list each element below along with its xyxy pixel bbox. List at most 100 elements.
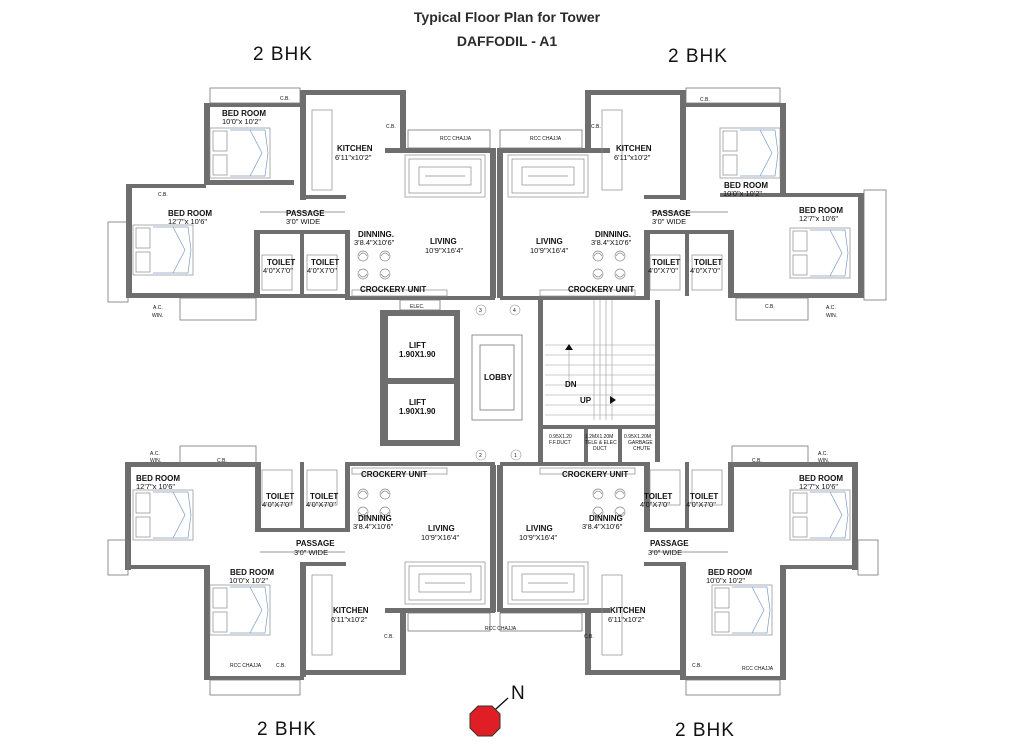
br-dinning-label: DINNING (589, 514, 623, 523)
tl-bedroom-label: BED ROOM (222, 109, 266, 118)
br-living-label: LIVING (526, 524, 553, 533)
br-bedroom-label: BED ROOM (799, 474, 843, 483)
bl-rcc-label: RCC CHAJJA (485, 626, 517, 632)
tl-toilet2-dim: 4'0"X7'0" (307, 266, 337, 275)
br-passage-label: PASSAGE (650, 539, 689, 548)
tl-dinning-dim: 3'8.4"X10'6" (354, 238, 395, 247)
tr-living-dim: 10'9"X16'4" (530, 246, 569, 255)
tl-rcc-label: RCC CHAJJA (440, 136, 472, 142)
stair-down-arrow-icon (565, 344, 573, 350)
tr-kitchen-label: KITCHEN (616, 144, 652, 153)
bl-cb-top: C.B. (217, 458, 227, 464)
br-kitchen-label: KITCHEN (610, 606, 646, 615)
bl-dinning-label: DINNING (358, 514, 392, 523)
bl-toilet1-label: TOILET (266, 492, 294, 501)
br-cb-kitchen: C.B. (584, 634, 594, 640)
tr-bedroom-dim: 10'0"x 10'2" (723, 189, 762, 198)
bl-bedroom-dim: 12'7"x 10'6" (136, 482, 175, 491)
tl-crockery-label: CROCKERY UNIT (360, 285, 426, 294)
elec-label: ELEC. (410, 304, 424, 310)
grid-marker-2 (475, 449, 487, 461)
br-cb-bottom: C.B. (692, 663, 702, 669)
tr-crockery-label: CROCKERY UNIT (568, 285, 634, 294)
br-living-dim: 10'9"X16'4" (519, 533, 558, 542)
br-rcc-bottom: RCC CHAJJA (742, 666, 774, 672)
duct1-dim: 0.95X1.20 (549, 434, 572, 440)
duct1-name: F.F.DUCT (549, 440, 571, 446)
br-bedroom-dim: 12'7"x 10'6" (799, 482, 838, 491)
br-toilet2-label: TOILET (690, 492, 718, 501)
grid-marker-3 (475, 304, 487, 316)
br-crockery-label: CROCKERY UNIT (562, 470, 628, 479)
grid-label-1: 1 (514, 453, 517, 459)
tr-rcc-label: RCC CHAJJA (530, 136, 562, 142)
tr-living-label: LIVING (536, 237, 563, 246)
grid-marker-4 (509, 304, 521, 316)
lift1-dim: 1.90X1.90 (399, 350, 436, 359)
stair-dn-label: DN (565, 380, 577, 389)
br-cb-top: C.B. (752, 458, 762, 464)
tr-win-label: WIN. (826, 313, 837, 319)
tr-toilet1-label: TOILET (652, 258, 680, 267)
tl-kitchen-label: KITCHEN (337, 144, 373, 153)
tl-ac-label: A.C. (153, 305, 163, 311)
compass-north-label: N (511, 683, 525, 704)
unit-bottom-left (107, 445, 496, 696)
duct2-name: TELE & ELEC (585, 440, 617, 446)
tr-bedroom2-dim: 12'7"x 10'6" (799, 214, 838, 223)
grid-label-4: 4 (513, 308, 516, 314)
core (380, 299, 660, 463)
br-kitchen-dim: 6'11"x10'2" (608, 615, 645, 624)
bl-crockery-label: CROCKERY UNIT (361, 470, 427, 479)
tr-bedroom2-label: BED ROOM (799, 206, 843, 215)
tl-passage-dim: 3'0" WIDE (286, 217, 320, 226)
tl-living-label: LIVING (430, 237, 457, 246)
br-toilet1-dim: 4'0"X7'0" (640, 500, 670, 509)
br-win-label: WIN. (818, 458, 829, 464)
bl-toilet2-label: TOILET (310, 492, 338, 501)
bl-bedroom2-label: BED ROOM (230, 568, 274, 577)
bl-passage-label: PASSAGE (296, 539, 335, 548)
tr-kitchen-dim: 6'11"x10'2" (614, 153, 651, 162)
tr-dinning-dim: 3'8.4"X10'6" (591, 238, 632, 247)
tl-cb-bed2: C.B. (158, 192, 168, 198)
bl-kitchen-dim: 6'11"x10'2" (331, 615, 368, 624)
tr-toilet1-dim: 4'0"X7'0" (648, 266, 678, 275)
tr-toilet2-label: TOILET (694, 258, 722, 267)
unit-label-top-left: 2 BHK (253, 44, 313, 65)
tl-cb-top: C.B. (280, 96, 290, 102)
tr-passage-dim: 3'0" WIDE (652, 217, 686, 226)
br-dinning-dim: 3'8.4"X10'6" (582, 522, 623, 531)
br-toilet1-label: TOILET (644, 492, 672, 501)
bl-bedroom2-dim: 10'0"x 10'2" (229, 576, 268, 585)
bl-rcc-bottom: RCC CHAJJA (230, 663, 262, 669)
bl-bedroom-label: BED ROOM (136, 474, 180, 483)
stair-up-arrow-icon (610, 396, 616, 404)
unit-label-bottom-left: 2 BHK (257, 719, 317, 740)
bl-win-label: WIN. (150, 458, 161, 464)
tl-passage-label: PASSAGE (286, 209, 325, 218)
tr-bedroom-label: BED ROOM (724, 181, 768, 190)
plan-subtitle: DAFFODIL - A1 (456, 33, 558, 49)
br-toilet2-dim: 4'0"X7'0" (686, 500, 716, 509)
tl-toilet2-label: TOILET (311, 258, 339, 267)
grid-label-2: 2 (479, 453, 482, 459)
lobby-label: LOBBY (484, 373, 513, 382)
unit-label-top-right: 2 BHK (668, 46, 728, 67)
duct2-dim: 1.2MX1.20M (585, 434, 613, 440)
bl-dinning-dim: 3'8.4"X10'6" (353, 522, 394, 531)
tr-cb-top: C.B. (700, 97, 710, 103)
br-ac-label: A.C. (818, 451, 828, 457)
tl-toilet1-dim: 4'0"X7'0" (263, 266, 293, 275)
unit-label-bottom-right: 2 BHK (675, 720, 735, 741)
bl-passage-dim: 3'0" WIDE (294, 548, 328, 557)
bl-living-label: LIVING (428, 524, 455, 533)
duct3-sub: CHUTE (633, 446, 651, 452)
bl-cb-bottom: C.B. (276, 663, 286, 669)
compass-octagon-icon (469, 705, 501, 737)
tr-toilet2-dim: 4'0"X7'0" (690, 266, 720, 275)
bl-ac-label: A.C. (150, 451, 160, 457)
tl-bedroom2-dim: 12'7"x 10'6" (168, 217, 207, 226)
tr-ac-label: A.C. (826, 305, 836, 311)
